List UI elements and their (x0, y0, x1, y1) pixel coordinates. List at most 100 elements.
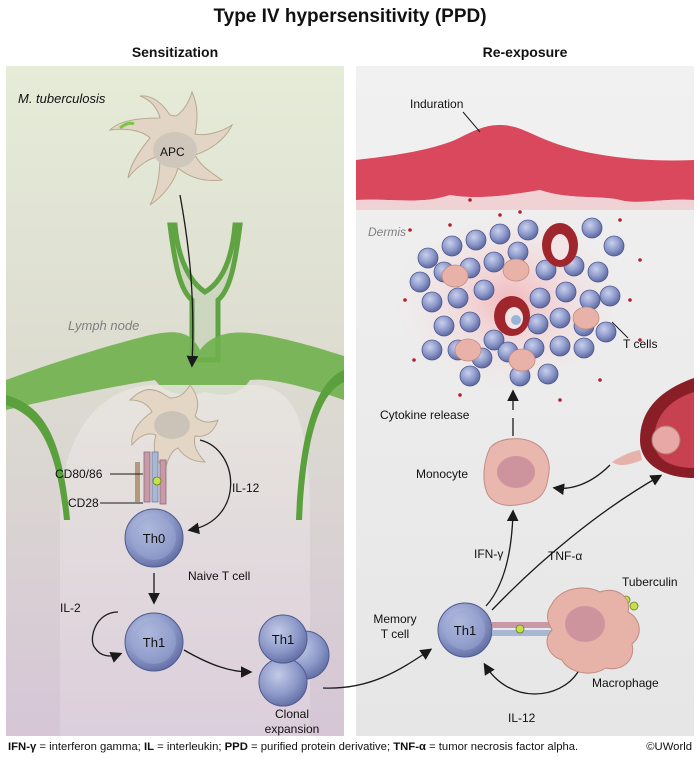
label-th0: Th0 (143, 531, 165, 546)
dermal-t-cell (603, 235, 625, 257)
cytokine-dot (638, 338, 642, 342)
cytokine-dot (412, 358, 416, 362)
cytokine-dot (558, 398, 562, 402)
dermal-t-cell (535, 259, 557, 281)
arrow-tnf-alpha (491, 474, 663, 611)
footer-term: IFN-γ (8, 741, 37, 753)
label-induration: Induration (410, 97, 463, 111)
dermal-t-cell (549, 335, 571, 357)
cytokine-dot (408, 228, 412, 232)
copyright: ©UWorld (646, 741, 692, 753)
dermal-t-cell (581, 217, 603, 239)
label-ifn-gamma: IFN-γ (474, 547, 503, 561)
footer-term: IL (143, 741, 154, 753)
panel-title-re-exposure: Re-exposure (482, 44, 568, 60)
sensitization-panel: M. tuberculosis APC Lymph node CD80/86 C… (6, 66, 344, 736)
label-naive-t-cell: Naive T cell (188, 569, 250, 583)
label-expansion: expansion (265, 722, 320, 736)
label-t-cells: T cells (623, 337, 657, 351)
dermal-t-cell (517, 219, 539, 241)
footer-definition: = interferon gamma; (36, 741, 144, 753)
label-clonal: Clonal (275, 707, 309, 721)
t-cell-icon-th1 (124, 612, 184, 672)
cytokine-dot (403, 298, 407, 302)
dermal-t-cell (483, 329, 505, 351)
label-th1-memory: Th1 (454, 623, 476, 638)
label-m-tuberculosis: M. tuberculosis (18, 91, 106, 106)
dermal-t-cell (409, 271, 431, 293)
cytokine-dot (458, 393, 462, 397)
dermal-macrophage (502, 258, 530, 282)
receptor-complex (135, 451, 167, 505)
t-cells-pointer (611, 321, 629, 339)
dermal-t-cell (599, 285, 621, 307)
dermal-t-cell-infiltrate (403, 198, 642, 402)
label-tnf-alpha: TNF-α (548, 549, 582, 563)
dermal-t-cell (465, 229, 487, 251)
cytokine-dot (498, 213, 502, 217)
dermal-macrophage (441, 264, 469, 288)
cytokine-dot (618, 218, 622, 222)
cytokine-dot (628, 298, 632, 302)
memory-receptor-complex (492, 622, 552, 636)
label-cytokine-release: Cytokine release (380, 408, 470, 422)
dermal-t-cell (555, 281, 577, 303)
lymph-node-branch-right (296, 370, 344, 520)
dermal-t-cell (529, 287, 551, 309)
arrow-clonal-to-memory (322, 648, 433, 689)
label-dermis: Dermis (368, 225, 406, 239)
dermal-macrophage (572, 306, 600, 330)
dermal-t-cell (459, 365, 481, 387)
label-il12-right: IL-12 (508, 711, 536, 725)
apc-presenting-icon (128, 384, 219, 471)
induration-pointer (462, 111, 481, 133)
label-th1-clone: Th1 (272, 632, 294, 647)
arrow-ifn-gamma (485, 509, 519, 607)
cytokine-dot (518, 210, 522, 214)
dermal-t-cell (421, 291, 443, 313)
label-macrophage: Macrophage (592, 676, 659, 690)
apc-cell-icon (108, 90, 234, 206)
dermal-t-cell (549, 307, 571, 329)
label-memory: Memory (373, 612, 416, 626)
lymph-node-interior (60, 385, 310, 736)
cytokine-dot (468, 198, 472, 202)
arrow-apc-to-node (179, 194, 199, 368)
panel-title-sensitization: Sensitization (131, 44, 219, 60)
blood-vessel-icon-infiltrate (494, 223, 578, 336)
label-il12-left: IL-12 (232, 481, 260, 495)
footer-definition: = interleukin; (153, 741, 225, 753)
skin-surface (356, 125, 694, 202)
label-monocyte: Monocyte (416, 467, 468, 481)
lymph-node-branch-left (6, 395, 70, 520)
lymph-node-vessel (167, 222, 243, 363)
dermal-t-cell (573, 337, 595, 359)
dermal-t-cell (417, 247, 439, 269)
arrow-to-monocyte (552, 464, 611, 495)
lymph-node-capsule (6, 332, 344, 410)
label-t-cell: T cell (381, 627, 409, 641)
label-tuberculin: Tuberculin (622, 575, 678, 589)
label-lymph-node: Lymph node (68, 318, 139, 333)
dermal-t-cell (595, 321, 617, 343)
label-il2: IL-2 (60, 601, 81, 615)
label-cd28: CD28 (68, 496, 99, 510)
t-cell-cluster-icon (258, 614, 330, 707)
dermal-t-cell (473, 279, 495, 301)
arrow-il12-right (483, 662, 579, 695)
label-cd80-86: CD80/86 (55, 467, 103, 481)
arrow-il12-left (187, 439, 232, 535)
macrophage-icon (546, 587, 640, 674)
dermal-t-cell (537, 363, 559, 385)
dermal-macrophage (508, 348, 536, 372)
monocyte-icon (483, 438, 550, 506)
label-apc: APC (160, 145, 185, 159)
footer-abbreviations: IFN-γ = interferon gamma; IL = interleuk… (8, 741, 608, 753)
footer-term: PPD (224, 741, 248, 753)
dermal-t-cell (587, 261, 609, 283)
dermal-t-cell (489, 223, 511, 245)
cytokine-dot (598, 378, 602, 382)
footer-definition: = purified protein derivative; (247, 741, 394, 753)
cytokine-dot (448, 223, 452, 227)
